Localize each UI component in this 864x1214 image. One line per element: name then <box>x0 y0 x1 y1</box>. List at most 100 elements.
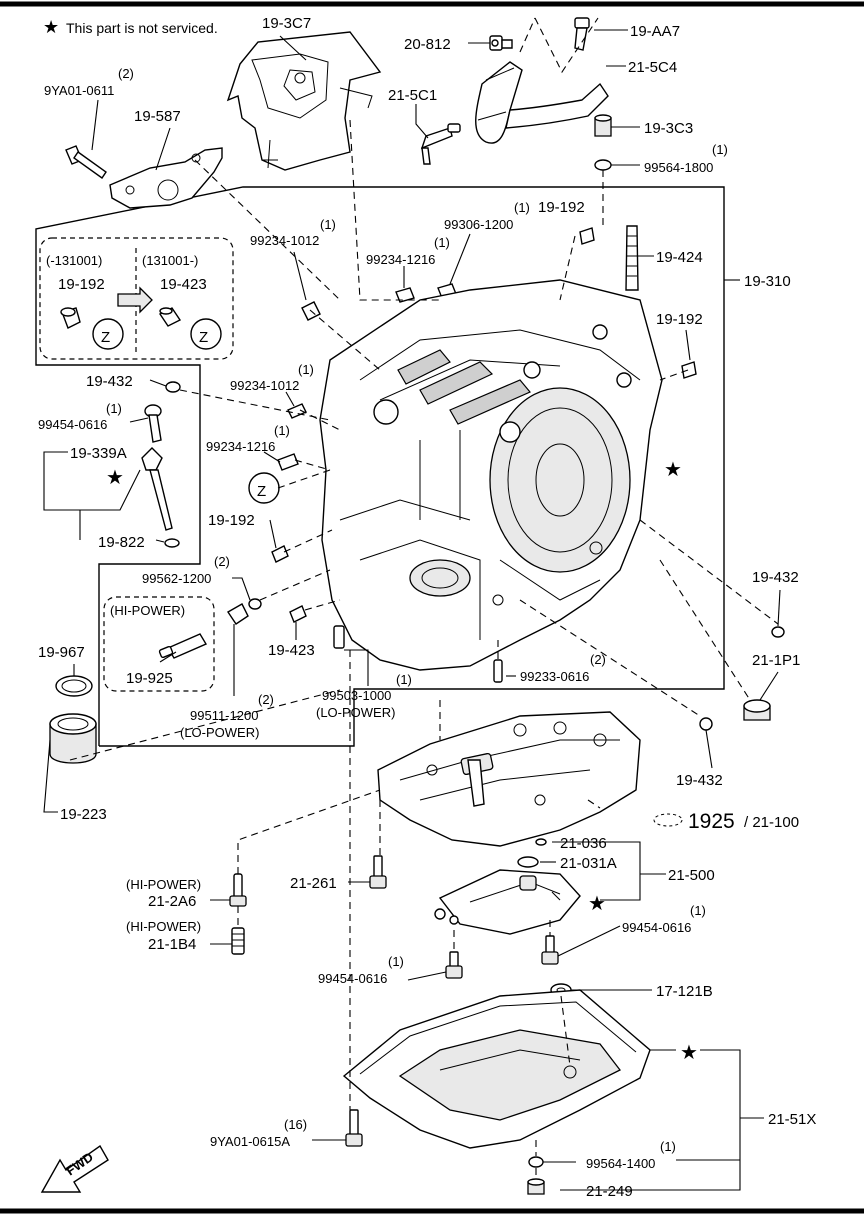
spring-21-1B4 <box>231 927 245 955</box>
seal-21-036 <box>535 838 547 846</box>
leader <box>80 469 141 511</box>
qty-99234-1012b: (1) <box>298 362 314 377</box>
label-99454-0616-top: 99454-0616 <box>38 417 107 432</box>
not-serviced-star-case: ★ <box>664 459 682 481</box>
bolt-21-261 <box>369 855 387 889</box>
bolt-99454-0616-left <box>445 951 463 979</box>
leader <box>285 391 295 407</box>
label-hi-power-2A6: (HI-POWER) <box>126 877 201 892</box>
label-99306-1200: 99306-1200 <box>444 217 513 232</box>
fitting-19-AA7 <box>574 17 590 51</box>
pin-19-423-new <box>158 307 182 327</box>
leader <box>557 925 621 957</box>
leader <box>155 127 171 171</box>
label-99234-1216a: 99234-1216 <box>366 252 435 267</box>
label-21-1P1: 21-1P1 <box>752 652 800 669</box>
reference-pointer <box>587 799 683 827</box>
guide-line <box>283 529 333 553</box>
leader <box>407 971 447 981</box>
label-box-19-192: 19-192 <box>58 276 105 293</box>
leader <box>43 739 58 813</box>
label-range-old: (-131001) <box>46 253 102 268</box>
guide-line <box>559 235 576 301</box>
leader <box>415 104 429 139</box>
bolt-9YA01-0615A <box>345 1109 363 1147</box>
label-19-310: 19-310 <box>744 273 791 290</box>
not-serviced-star-pan: ★ <box>680 1042 698 1064</box>
label-99562-1200: 99562-1200 <box>142 571 211 586</box>
plug-21-249 <box>527 1178 545 1195</box>
case-group-outline <box>35 186 725 747</box>
z-mark-right <box>190 318 222 350</box>
label-99503-1000: 99503-1000 <box>322 688 391 703</box>
label-21-100: / 21-100 <box>744 814 799 831</box>
label-lo-power-b: (LO-POWER) <box>180 725 259 740</box>
hi-power-box <box>103 596 215 692</box>
label-99564-1800: 99564-1800 <box>644 160 713 175</box>
label-99454-0616-right: 99454-0616 <box>622 920 691 935</box>
label-99234-1216b: 99234-1216 <box>206 439 275 454</box>
guide-line <box>309 309 381 371</box>
leader <box>129 417 149 423</box>
label-21-51X: 21-51X <box>768 1111 816 1128</box>
label-9YA01-0615A: 9YA01-0615A <box>210 1134 290 1149</box>
label-lo-power-a: (LO-POWER) <box>316 705 395 720</box>
qty-99306-1200: (1) <box>514 200 530 215</box>
legend-star: ★ <box>43 17 59 37</box>
z-mark-left <box>92 318 124 350</box>
o-ring-19-432-right <box>771 626 785 638</box>
label-hi-power: (HI-POWER) <box>110 603 185 618</box>
label-21-261: 21-261 <box>290 875 337 892</box>
label-range-new: (131001-) <box>142 253 198 268</box>
leader <box>777 589 781 627</box>
bolt-99454-0616-top <box>144 404 162 443</box>
qty-99564-1800: (1) <box>712 142 728 157</box>
filter-21-500 <box>434 869 581 935</box>
guide-line <box>519 17 536 53</box>
leader <box>43 451 81 540</box>
label-99564-1400: 99564-1400 <box>586 1156 655 1171</box>
label-19-3C7: 19-3C7 <box>262 15 311 32</box>
serial-range-box <box>39 237 234 360</box>
qty-99234-1012a: (1) <box>320 217 336 232</box>
leader <box>685 329 691 361</box>
guide-line <box>294 459 331 471</box>
label-19-192-right: 19-192 <box>656 311 703 328</box>
label-99454-0616-left: 99454-0616 <box>318 971 387 986</box>
leader <box>293 251 307 301</box>
plug-19-3C3 <box>594 114 612 137</box>
qty-99562-1200: (2) <box>214 554 230 569</box>
bolt-9YA01-0611 <box>65 145 107 179</box>
leader <box>155 539 165 543</box>
hose-21-5C4 <box>475 61 609 144</box>
qty-99511-1200: (2) <box>258 692 274 707</box>
label-19-432-lower: 19-432 <box>676 772 723 789</box>
label-19-925: 19-925 <box>126 670 173 687</box>
label-19-3C3: 19-3C3 <box>644 120 693 137</box>
guide-line <box>639 519 779 625</box>
pin-99234-1216b <box>277 453 299 471</box>
guide-line <box>304 599 341 611</box>
leader <box>269 519 277 549</box>
qty-99454-0616-right: (1) <box>690 903 706 918</box>
fitting-20-812 <box>489 35 513 51</box>
not-serviced-star-dipstick: ★ <box>106 467 124 489</box>
qty-99503-1000: (1) <box>396 672 412 687</box>
plate-19-587 <box>109 147 223 209</box>
leader <box>759 671 779 701</box>
transmission-case-19-310 <box>319 279 663 671</box>
plug-19-192-mid <box>271 545 289 563</box>
pin-99233-0616 <box>493 659 503 683</box>
qty-99234-1216b: (1) <box>274 423 290 438</box>
label-17-121B: 17-121B <box>656 983 713 1000</box>
cover-19-3C7 <box>226 31 382 171</box>
guide-line <box>659 559 751 701</box>
guide-line <box>277 469 331 489</box>
o-ring-99562-1200 <box>248 598 262 610</box>
label-box-19-423: 19-423 <box>160 276 207 293</box>
leader <box>552 841 641 901</box>
leader <box>344 649 369 686</box>
label-19-423: 19-423 <box>268 642 315 659</box>
label-21-5C4: 21-5C4 <box>628 59 677 76</box>
guide-line <box>69 689 341 761</box>
